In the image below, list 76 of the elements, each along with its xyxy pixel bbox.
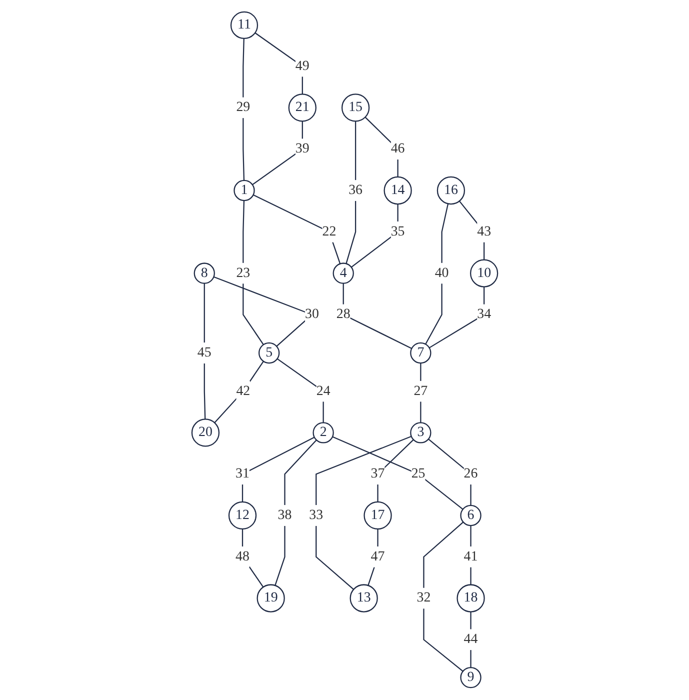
edge-label: 39 — [295, 141, 310, 156]
connector — [428, 286, 484, 348]
connector — [274, 440, 317, 586]
node-circle: 17 — [363, 501, 392, 530]
node-circle: 12 — [228, 501, 256, 530]
node-circle: 19 — [256, 584, 285, 612]
node-circle: 3 — [410, 422, 431, 444]
edge-label: 35 — [390, 224, 404, 239]
edge-label: 22 — [322, 224, 336, 239]
edge-label: 49 — [295, 58, 310, 74]
connector — [422, 522, 464, 672]
node-circle: 20 — [191, 418, 220, 447]
edge-label: 26 — [464, 466, 478, 482]
node-circle: 4 — [332, 262, 354, 284]
node-circle: 2 — [312, 422, 334, 444]
node-circle: 21 — [288, 94, 316, 122]
edge-label: 43 — [476, 224, 491, 239]
edge-label: 42 — [236, 384, 250, 398]
edge-label: 41 — [464, 549, 478, 564]
connector — [242, 529, 264, 588]
connector — [420, 363, 421, 423]
edge-label: 25 — [411, 466, 425, 482]
connector — [242, 436, 314, 502]
edge-label: 48 — [235, 549, 250, 564]
node-circle: 6 — [460, 504, 482, 526]
node-circle: 8 — [194, 262, 215, 284]
node-circle: 15 — [341, 94, 370, 122]
node-circle: 10 — [470, 259, 498, 288]
edge-label: 38 — [278, 508, 292, 522]
connector — [242, 38, 244, 181]
connector — [214, 361, 264, 424]
edge-label: 46 — [390, 141, 404, 156]
connector — [350, 204, 398, 268]
node-circle: 7 — [410, 342, 431, 364]
node-circle: 1 — [233, 180, 255, 202]
edge-label: 33 — [308, 508, 323, 522]
edge-label: 40 — [434, 265, 448, 280]
node-circle: 18 — [456, 584, 485, 612]
node-circle: 11 — [230, 11, 258, 40]
connector — [254, 32, 303, 94]
edge-label: 47 — [370, 549, 384, 564]
connector — [458, 200, 484, 260]
connector — [332, 436, 463, 510]
connector — [470, 612, 472, 668]
node-circle: 13 — [349, 584, 378, 612]
connector — [364, 116, 398, 177]
edge-label: 37 — [370, 466, 384, 482]
edge-label: 27 — [413, 384, 428, 398]
connector — [252, 121, 303, 186]
edge-label: 32 — [416, 590, 430, 606]
connector — [428, 438, 472, 506]
connector — [342, 283, 412, 350]
connector — [204, 283, 206, 420]
node-circle: 5 — [258, 342, 280, 364]
edge-label: 24 — [316, 384, 330, 398]
connector — [424, 204, 448, 344]
connector — [242, 200, 264, 346]
connector — [470, 526, 472, 585]
connector — [345, 121, 356, 264]
edge-label: 31 — [235, 466, 250, 482]
node-circle: 16 — [436, 176, 465, 205]
connector — [367, 529, 378, 586]
edge-label: 28 — [336, 306, 350, 322]
connector — [276, 358, 324, 423]
node-circle: 9 — [460, 666, 482, 688]
edge-label: 34 — [476, 306, 491, 322]
edge-label: 29 — [236, 100, 250, 115]
node-circle: 14 — [383, 176, 412, 205]
edge-label: 44 — [464, 632, 478, 647]
connector — [252, 194, 340, 264]
edge-label: 36 — [348, 182, 362, 198]
edge-label: 23 — [236, 265, 250, 280]
edge-label: 30 — [304, 306, 319, 322]
edge-label: 45 — [197, 345, 212, 360]
connector — [315, 436, 412, 590]
connector — [376, 439, 414, 502]
